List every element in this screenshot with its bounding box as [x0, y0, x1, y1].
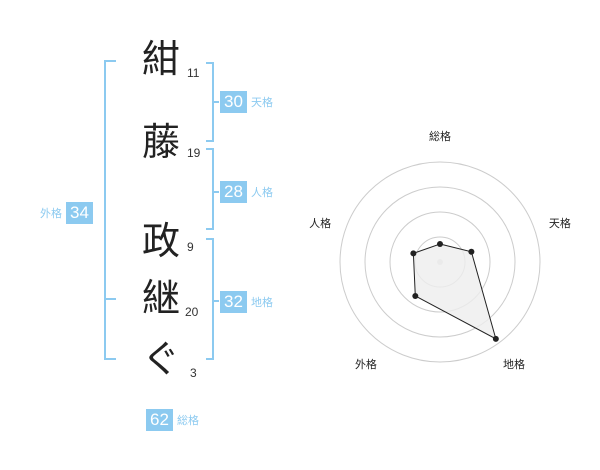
- radar-axis-label-2: 天格: [549, 216, 571, 230]
- gaikaku-bracket-tick-top: [104, 298, 116, 300]
- gaikaku-badge: 外格 34: [40, 202, 93, 224]
- radar-point-4: [412, 292, 419, 299]
- radar-point-2: [468, 248, 475, 255]
- stroke-count-4: 20: [185, 305, 199, 319]
- name-char-1: 紺: [142, 37, 181, 81]
- soukaku-badge: 62 総格: [146, 409, 199, 431]
- radar-ring-4: [339, 161, 541, 363]
- radar-polygon: [412, 243, 497, 340]
- jinkaku-label: 人格: [251, 186, 273, 199]
- gaikaku-label: 外格: [40, 207, 62, 220]
- radar-ring-2: [389, 211, 491, 313]
- radar-point-5: [410, 250, 417, 257]
- stroke-count-2: 19: [187, 146, 201, 160]
- radar-point-1: [437, 241, 443, 247]
- stroke-count-5: 3: [190, 366, 197, 380]
- tenkaku-value: 30: [220, 91, 247, 113]
- stroke-count-1: 11: [187, 66, 200, 80]
- gaikaku-bracket: [104, 60, 116, 360]
- radar-polygon-layer: [412, 243, 497, 340]
- name-char-5: ぐ: [142, 337, 181, 381]
- tenkaku-label: 天格: [251, 96, 273, 109]
- tenkaku-badge: 30 天格: [220, 91, 273, 113]
- radar-axis-label-1: 総格: [429, 129, 451, 143]
- chikaku-label: 地格: [251, 296, 273, 309]
- soukaku-label: 総格: [177, 414, 199, 427]
- radar-axis-label-3: 地格: [503, 357, 525, 371]
- radar-point-3: [492, 335, 499, 342]
- radar-axis-label-4: 外格: [355, 357, 377, 371]
- soukaku-value: 62: [146, 409, 173, 431]
- name-char-2: 藤: [142, 120, 181, 164]
- jinkaku-badge: 28 人格: [220, 181, 273, 203]
- name-char-4: 継: [142, 276, 181, 320]
- name-char-3: 政: [142, 219, 181, 263]
- radar-points: [410, 241, 499, 342]
- chikaku-value: 32: [220, 291, 247, 313]
- jinkaku-bracket: [206, 148, 214, 230]
- radar-axis-label-5: 人格: [309, 216, 331, 230]
- radar-ring-3: [364, 186, 516, 338]
- stroke-count-3: 9: [187, 240, 194, 254]
- chikaku-bracket-tick: [213, 300, 219, 302]
- chikaku-badge: 32 地格: [220, 291, 273, 313]
- jinkaku-value: 28: [220, 181, 247, 203]
- jinkaku-bracket-tick: [213, 191, 219, 193]
- tenkaku-bracket-tick: [213, 101, 219, 103]
- gaikaku-value: 34: [66, 202, 93, 224]
- chikaku-bracket: [206, 238, 214, 360]
